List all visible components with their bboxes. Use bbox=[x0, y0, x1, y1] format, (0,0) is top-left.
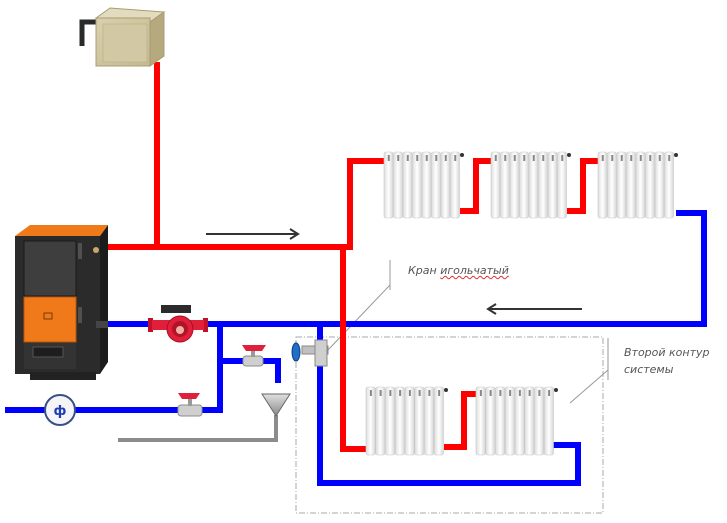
second-circuit-label-line2: системы bbox=[624, 363, 674, 376]
needle-valve bbox=[291, 339, 329, 367]
upper-link-2 bbox=[567, 158, 599, 214]
expansion-tank bbox=[79, 7, 166, 67]
lower-link bbox=[444, 391, 478, 450]
radiator-upper-1 bbox=[383, 151, 464, 219]
boiler bbox=[15, 225, 108, 380]
second-circuit-supply-pipe bbox=[340, 247, 366, 452]
radiator-lower-2 bbox=[475, 386, 558, 456]
second-circuit-label-line1: Второй контур bbox=[624, 346, 710, 359]
supply-pipes bbox=[104, 62, 599, 452]
tank-vent-pipe bbox=[79, 19, 96, 46]
radiator-upper-3 bbox=[597, 151, 678, 219]
drain-funnel bbox=[261, 393, 291, 417]
annotation-needle-valve bbox=[327, 260, 391, 351]
drain-branch-pipe bbox=[220, 358, 281, 383]
radiators bbox=[365, 151, 678, 456]
filter: ф bbox=[44, 394, 76, 426]
second-circuit-frame bbox=[295, 336, 604, 514]
radiator-lower-1 bbox=[365, 386, 448, 456]
second-circuit-label: Второй контур системы bbox=[624, 344, 724, 378]
needle-valve-label-word: игольчатый bbox=[440, 264, 509, 277]
supply-flow-arrow bbox=[206, 228, 300, 240]
filter-symbol: ф bbox=[54, 404, 67, 419]
circulation-pump bbox=[148, 305, 208, 343]
return-pipes bbox=[5, 210, 707, 486]
ball-valve-drain-branch bbox=[242, 345, 266, 367]
second-circuit-return-pipe bbox=[317, 324, 581, 486]
needle-valve-label-prefix: Кран bbox=[408, 264, 441, 277]
upper-link-1 bbox=[460, 158, 492, 214]
feed-pipe bbox=[5, 324, 223, 413]
radiator-upper-2 bbox=[490, 151, 571, 219]
main-supply-pipe bbox=[104, 158, 384, 250]
ball-valve-feed bbox=[177, 393, 203, 417]
needle-valve-label: Кран игольчатый bbox=[408, 262, 509, 279]
drain-pipe bbox=[118, 415, 278, 442]
return-flow-arrow bbox=[486, 303, 582, 315]
main-return-pipe bbox=[104, 210, 707, 327]
annotation-second-circuit bbox=[569, 338, 609, 404]
